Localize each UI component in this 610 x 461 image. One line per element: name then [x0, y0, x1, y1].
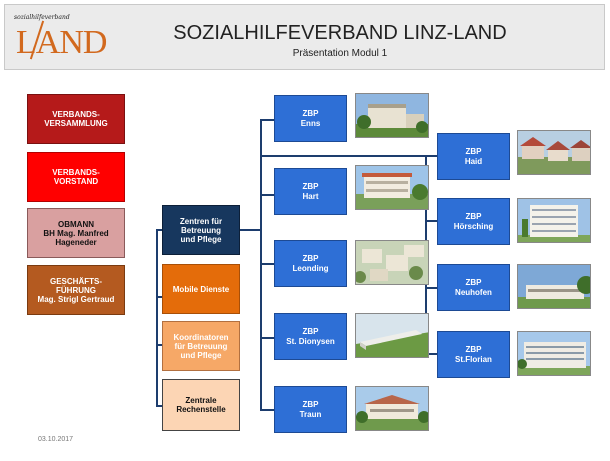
footer-date: 03.10.2017 [38, 436, 74, 443]
connector-line [156, 229, 162, 231]
zbp-hart-box: ZBP Hart [274, 168, 347, 215]
zbp-haid-photo [517, 130, 591, 175]
zbp-leonding-photo [355, 240, 429, 285]
connector-line [260, 119, 262, 411]
connector-line [156, 405, 162, 407]
zentrale-rechenstelle-label: Zentrale Rechenstelle [176, 396, 226, 414]
zentrale-rechenstelle-box: Zentrale Rechenstelle [162, 379, 240, 431]
koordinatoren-box: Koordinatoren für Betreuung und Pflege [162, 321, 240, 371]
mobile-dienste-label: Mobile Dienste [172, 284, 230, 294]
zbp-traun-label: ZBP Traun [299, 399, 322, 419]
zbp-haid-label: ZBP Haid [464, 146, 483, 166]
connector-line [260, 409, 274, 411]
mobile-dienste-box: Mobile Dienste [162, 264, 240, 314]
organization-logo: sozialhilfeverband LAND [14, 14, 107, 64]
zbp-st-dionysen-box: ZBP St. Dionysen [274, 313, 347, 360]
zbp-st-dionysen-label: ZBP St. Dionysen [286, 326, 335, 346]
verbandsversammlung-box: VERBANDS- VERSAMMLUNG [27, 94, 125, 144]
zbp-haid-box: ZBP Haid [437, 133, 510, 180]
zbp-neuhofen-label: ZBP Neuhofen [455, 277, 492, 297]
connector-line [425, 155, 437, 157]
zbp-st-florian-photo [517, 331, 591, 376]
connector-line [260, 194, 274, 196]
zbp-hart-label: ZBP Hart [302, 181, 319, 201]
zbp-st-florian-box: ZBP St.Florian [437, 331, 510, 378]
zentren-box: Zentren für Betreuung und Pflege [162, 205, 240, 255]
connector-line [425, 287, 437, 289]
zbp-neuhofen-photo [517, 264, 591, 309]
zbp-st-dionysen-photo [355, 313, 429, 358]
zbp-enns-photo [355, 93, 429, 138]
zbp-enns-box: ZBP Enns [274, 95, 347, 142]
zbp-traun-photo [355, 386, 429, 431]
koordinatoren-label: Koordinatoren für Betreuung und Pflege [173, 332, 229, 360]
verbandsversammlung-label: VERBANDS- VERSAMMLUNG [44, 110, 108, 128]
connector-line [425, 353, 437, 355]
obmann-label: OBMANN BH Mag. Manfred Hageneder [43, 219, 109, 247]
zbp-leonding-label: ZBP Leonding [292, 253, 329, 273]
zbp-traun-box: ZBP Traun [274, 386, 347, 433]
zbp-neuhofen-box: ZBP Neuhofen [437, 264, 510, 311]
connector-line [260, 337, 274, 339]
connector-line [156, 229, 158, 407]
connector-line [156, 344, 162, 346]
logo-big-text: LAND [16, 24, 107, 61]
zbp-leonding-box: ZBP Leonding [274, 240, 347, 287]
header-bar [4, 4, 605, 70]
connector-line [240, 229, 260, 231]
connector-line [156, 296, 162, 298]
verbandsvorstand-box: VERBANDS- VORSTAND [27, 152, 125, 202]
connector-line [425, 220, 437, 222]
connector-line [260, 119, 274, 121]
slide-title: SOZIALHILFEVERBAND LINZ-LAND [173, 22, 507, 44]
zbp-hart-photo [355, 165, 429, 210]
zbp-hoersching-box: ZBP Hörsching [437, 198, 510, 245]
connector-line [260, 263, 274, 265]
geschaeftsfuehrung-box: GESCHÄFTS- FÜHRUNG Mag. Strigl Gertraud [27, 265, 125, 315]
zbp-hoersching-photo [517, 198, 591, 243]
obmann-box: OBMANN BH Mag. Manfred Hageneder [27, 208, 125, 258]
geschaeftsfuehrung-label: GESCHÄFTS- FÜHRUNG Mag. Strigl Gertraud [37, 276, 115, 304]
zbp-st-florian-label: ZBP St.Florian [455, 344, 492, 364]
slide-subtitle: Präsentation Modul 1 [292, 48, 388, 59]
connector-line [260, 155, 425, 157]
zbp-enns-label: ZBP Enns [300, 108, 321, 128]
logo-small-text: sozialhilfeverband [14, 14, 70, 21]
verbandsvorstand-label: VERBANDS- VORSTAND [52, 168, 100, 186]
zentren-label: Zentren für Betreuung und Pflege [179, 216, 223, 244]
zbp-hoersching-label: ZBP Hörsching [453, 211, 494, 231]
